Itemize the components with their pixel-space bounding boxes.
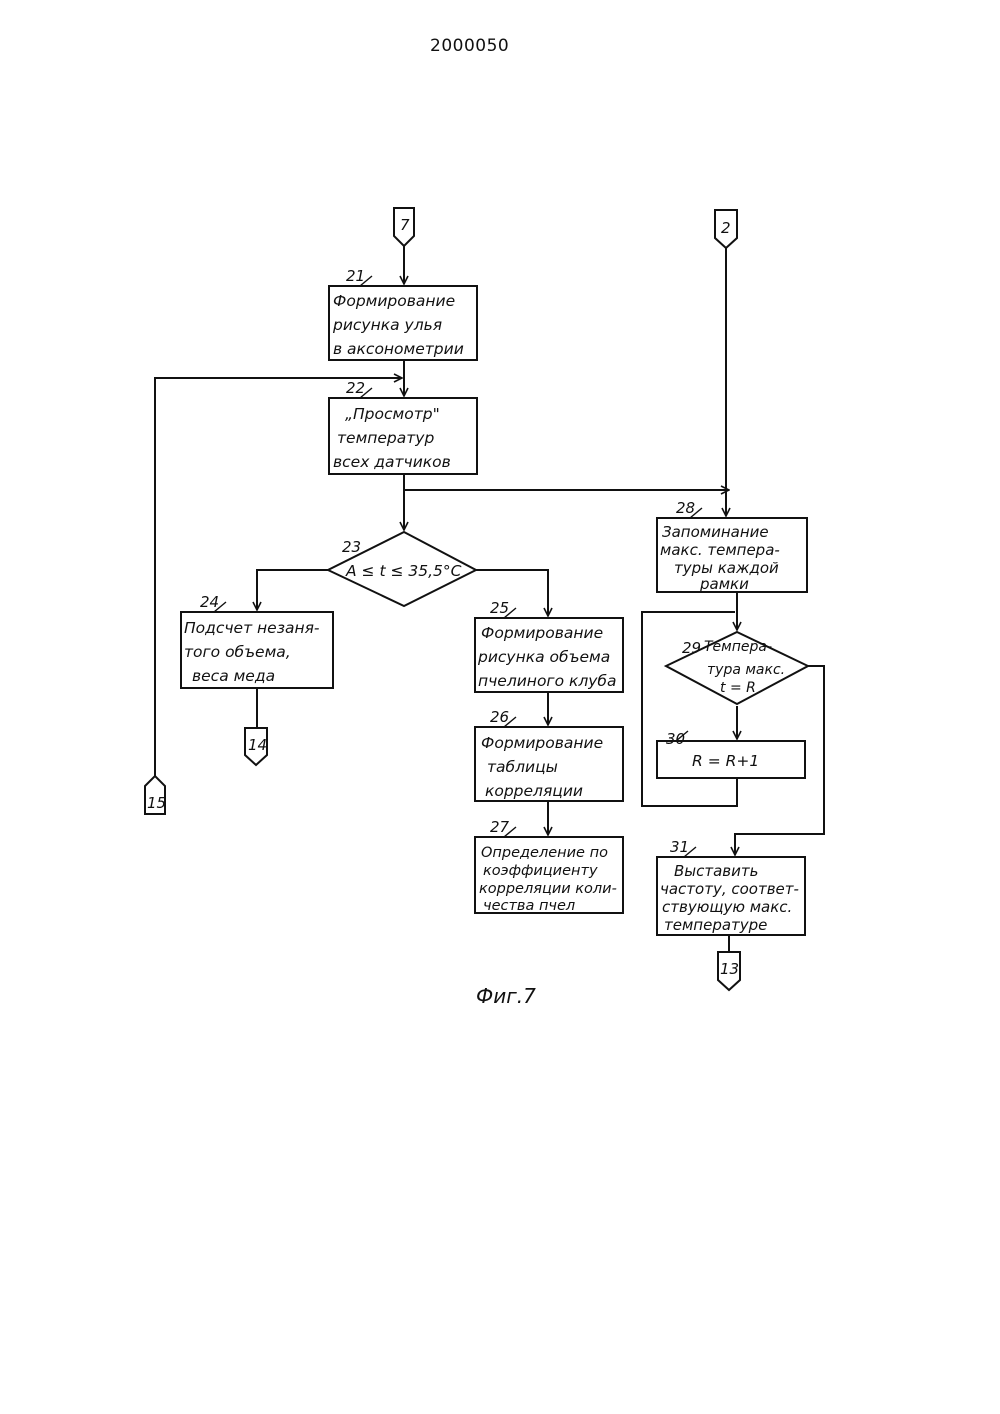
block-28-store-max-temperature: 28 Запоминание макс. темпера- туры каждо… — [657, 499, 807, 593]
connector-14-label: 14 — [248, 736, 267, 754]
svg-text:Определение по: Определение по — [481, 845, 608, 861]
connector-7: 7 — [394, 208, 414, 246]
block-21-number: 21 — [346, 267, 365, 285]
svg-text:t = R: t = R — [720, 680, 756, 696]
block-28-number: 28 — [676, 499, 695, 517]
svg-text:тура макс.: тура макс. — [707, 662, 785, 678]
block-30-increment-r: 30 R = R+1 — [657, 730, 805, 778]
block-26-number: 26 — [490, 708, 509, 726]
block-31-set-frequency: 31 Выставить частоту, соответ- ствующую … — [657, 838, 805, 935]
connector-7-label: 7 — [400, 216, 410, 234]
block-24-number: 24 — [200, 593, 219, 611]
svg-text:температур: температур — [337, 429, 434, 447]
svg-text:рисунка улья: рисунка улья — [332, 316, 442, 334]
decision-29-number: 29 — [682, 639, 701, 657]
svg-text:корреляции коли-: корреляции коли- — [479, 881, 617, 897]
svg-text:в аксонометрии: в аксонометрии — [333, 340, 464, 358]
decision-23-number: 23 — [342, 538, 361, 556]
decision-23-temperature-range: 23 A ≤ t ≤ 35,5°C — [328, 532, 476, 606]
block-25-number: 25 — [490, 599, 509, 617]
svg-text:рамки: рамки — [699, 575, 749, 593]
connector-14: 14 — [245, 728, 267, 765]
svg-text:Формирование: Формирование — [481, 624, 603, 642]
svg-text:Темпера-: Темпера- — [704, 639, 772, 655]
svg-text:R = R+1: R = R+1 — [692, 752, 759, 770]
svg-text:всех датчиков: всех датчиков — [333, 453, 451, 471]
svg-text:ствующую макс.: ствующую макс. — [662, 898, 792, 916]
svg-text:рисунка объема: рисунка объема — [477, 648, 610, 666]
svg-text:чества пчел: чества пчел — [483, 898, 575, 914]
connector-13-label: 13 — [720, 960, 739, 978]
svg-text:Запоминание: Запоминание — [662, 523, 769, 541]
svg-text:„Просмотр": „Просмотр" — [345, 405, 440, 423]
figure-caption: Фиг.7 — [476, 984, 546, 1008]
svg-text:Формирование: Формирование — [481, 734, 603, 752]
svg-text:Выставить: Выставить — [674, 862, 758, 880]
connector-2: 2 — [715, 210, 737, 248]
svg-text:Подсчет незаня-: Подсчет незаня- — [184, 619, 320, 637]
connector-13: 13 — [718, 952, 740, 990]
block-31-number: 31 — [670, 838, 689, 856]
connector-2-label: 2 — [721, 219, 731, 237]
connector-15-label: 15 — [147, 794, 166, 812]
svg-text:корреляции: корреляции — [485, 782, 583, 800]
block-30-number: 30 — [666, 730, 685, 748]
decision-29-temperature-max: 29 Темпера- тура макс. t = R — [666, 632, 808, 704]
block-27-number: 27 — [490, 818, 510, 836]
svg-text:таблицы: таблицы — [487, 758, 558, 776]
svg-text:веса меда: веса меда — [192, 667, 275, 685]
svg-text:пчелиного клуба: пчелиного клуба — [478, 672, 616, 690]
svg-text:того объема,: того объема, — [184, 643, 291, 661]
svg-text:Формирование: Формирование — [333, 292, 455, 310]
svg-text:коэффициенту: коэффициенту — [483, 863, 598, 879]
svg-text:макс. темпера-: макс. темпера- — [660, 541, 780, 559]
block-22-number: 22 — [346, 379, 365, 397]
svg-text:частоту, соответ-: частоту, соответ- — [660, 880, 799, 898]
connector-15: 15 — [145, 776, 166, 814]
svg-text:температуре: температуре — [664, 916, 767, 934]
svg-text:A ≤ t ≤ 35,5°C: A ≤ t ≤ 35,5°C — [345, 562, 462, 580]
